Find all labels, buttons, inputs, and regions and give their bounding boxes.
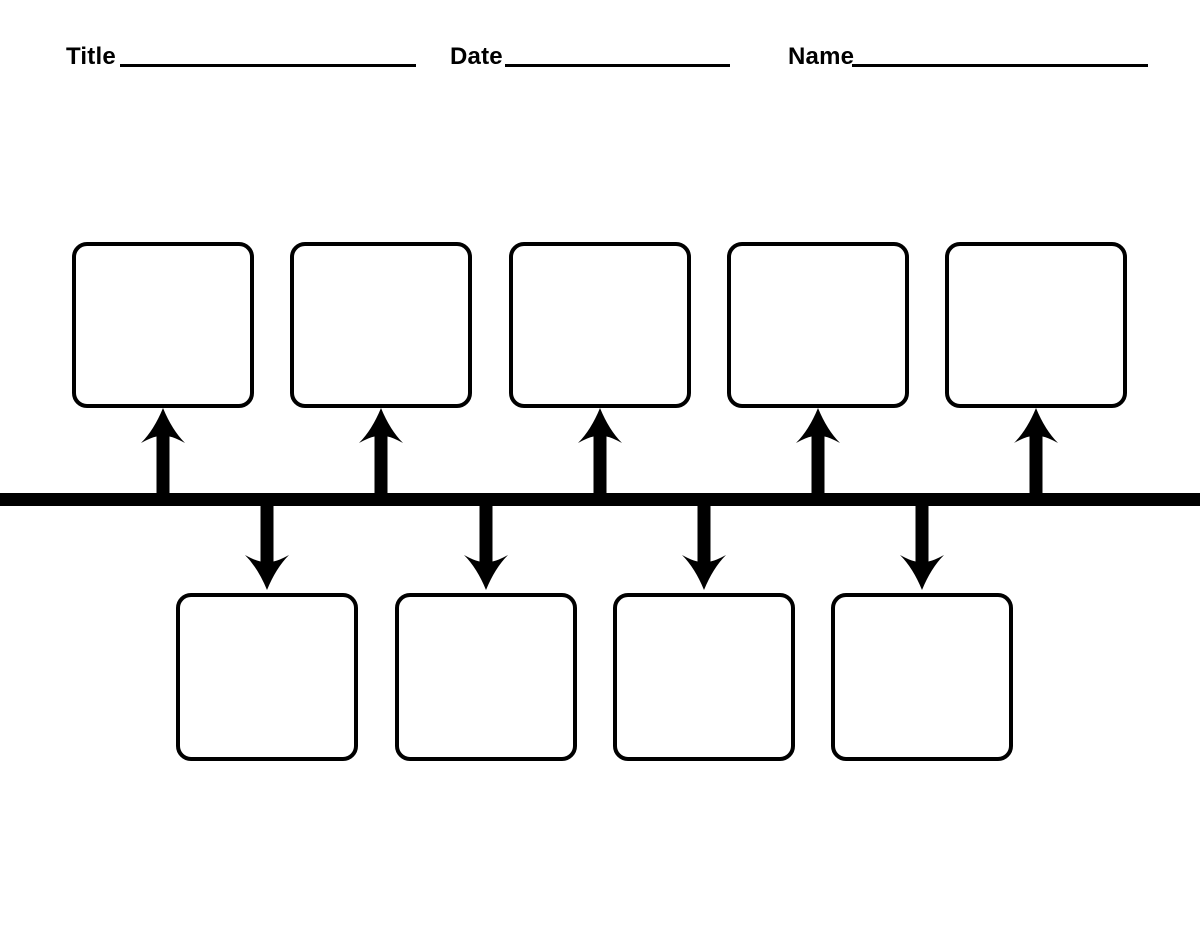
event-box-below-3[interactable] <box>613 593 795 761</box>
arrow-up-icon-4 <box>796 408 840 496</box>
title-label: Title <box>66 43 116 70</box>
event-box-above-4[interactable] <box>727 242 909 408</box>
event-box-below-2[interactable] <box>395 593 577 761</box>
event-box-above-2[interactable] <box>290 242 472 408</box>
timeline-bar <box>0 493 1200 506</box>
arrow-down-icon-1 <box>245 504 289 590</box>
event-box-above-1[interactable] <box>72 242 254 408</box>
arrow-down-icon-3 <box>682 504 726 590</box>
event-box-above-5[interactable] <box>945 242 1127 408</box>
date-label: Date <box>450 43 503 70</box>
arrow-down-icon-4 <box>900 504 944 590</box>
event-box-above-3[interactable] <box>509 242 691 408</box>
event-box-below-1[interactable] <box>176 593 358 761</box>
event-box-below-4[interactable] <box>831 593 1013 761</box>
name-blank-line[interactable] <box>852 64 1148 68</box>
arrow-up-icon-5 <box>1014 408 1058 496</box>
title-blank-line[interactable] <box>120 64 416 68</box>
date-blank-line[interactable] <box>505 64 730 68</box>
arrow-up-icon-3 <box>578 408 622 496</box>
arrow-up-icon-2 <box>359 408 403 496</box>
arrow-down-icon-2 <box>464 504 508 590</box>
arrow-up-icon-1 <box>141 408 185 496</box>
name-label: Name <box>788 43 855 70</box>
